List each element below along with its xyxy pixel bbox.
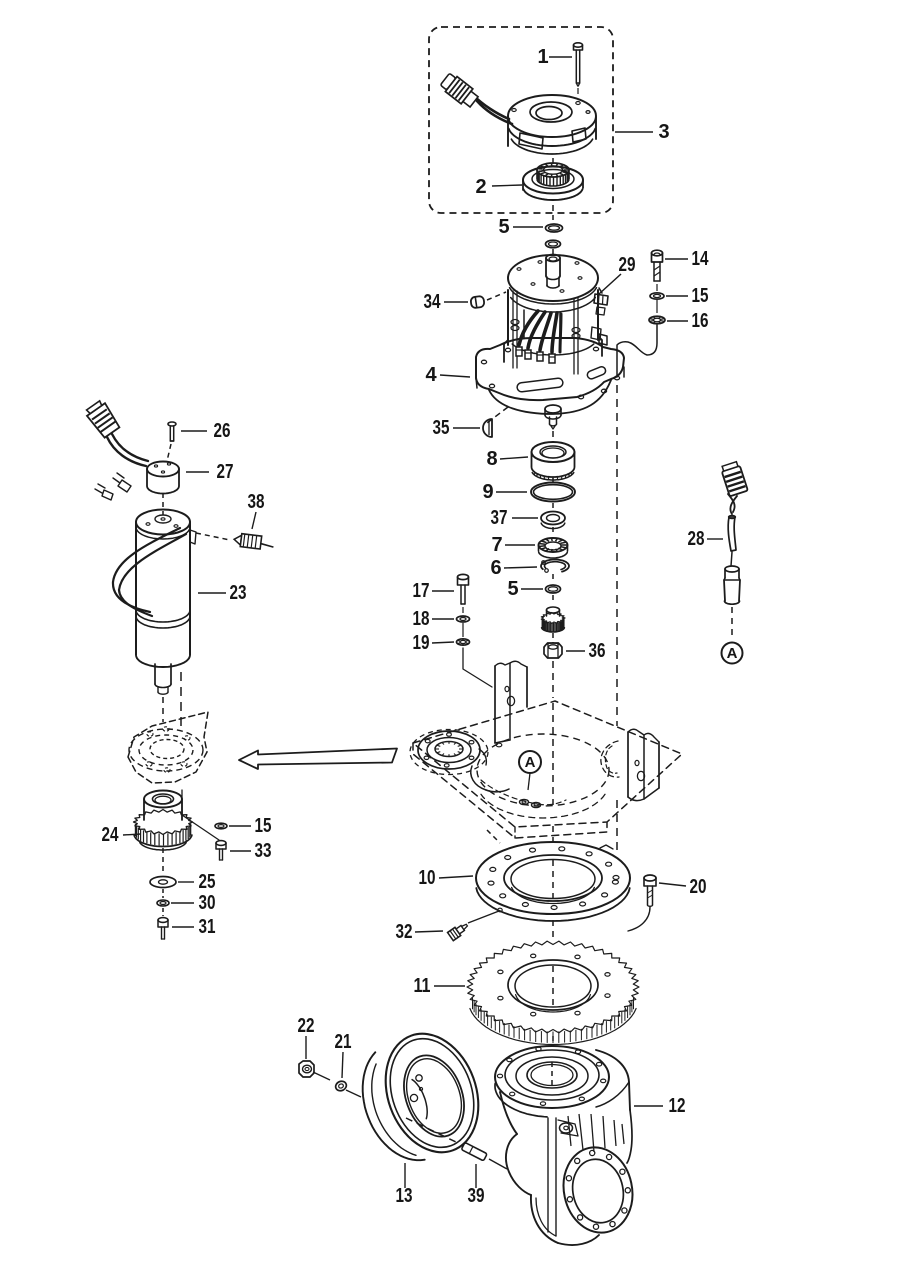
svg-text:6: 6 xyxy=(490,557,501,579)
svg-text:2: 2 xyxy=(475,176,486,198)
svg-text:31: 31 xyxy=(199,916,216,938)
svg-text:1: 1 xyxy=(537,46,548,68)
svg-text:33: 33 xyxy=(255,840,272,862)
svg-text:13: 13 xyxy=(396,1185,413,1207)
svg-text:4: 4 xyxy=(425,364,437,386)
svg-text:14: 14 xyxy=(692,248,710,270)
svg-text:34: 34 xyxy=(424,291,442,313)
svg-text:37: 37 xyxy=(491,507,508,529)
svg-text:23: 23 xyxy=(230,582,247,604)
svg-text:18: 18 xyxy=(413,608,430,630)
svg-text:5: 5 xyxy=(507,578,518,600)
svg-text:21: 21 xyxy=(335,1031,352,1053)
svg-text:A: A xyxy=(727,645,738,662)
svg-text:5: 5 xyxy=(498,216,509,238)
svg-text:11: 11 xyxy=(414,975,431,997)
svg-text:15: 15 xyxy=(255,815,272,837)
svg-text:20: 20 xyxy=(690,876,707,898)
svg-text:8: 8 xyxy=(486,448,497,470)
svg-text:39: 39 xyxy=(468,1185,485,1207)
svg-text:26: 26 xyxy=(214,420,231,442)
svg-text:30: 30 xyxy=(199,892,216,914)
svg-text:36: 36 xyxy=(589,640,606,662)
svg-text:38: 38 xyxy=(248,491,265,513)
svg-text:12: 12 xyxy=(669,1095,686,1117)
svg-text:27: 27 xyxy=(217,461,234,483)
svg-text:9: 9 xyxy=(482,481,493,503)
svg-text:32: 32 xyxy=(396,921,413,943)
svg-text:3: 3 xyxy=(658,121,669,143)
svg-text:16: 16 xyxy=(692,310,709,332)
svg-text:19: 19 xyxy=(413,632,430,654)
svg-text:24: 24 xyxy=(102,824,120,846)
svg-text:15: 15 xyxy=(692,285,709,307)
svg-text:29: 29 xyxy=(619,254,636,276)
svg-text:7: 7 xyxy=(491,534,502,556)
svg-text:25: 25 xyxy=(199,871,216,893)
svg-text:17: 17 xyxy=(413,580,430,602)
svg-text:10: 10 xyxy=(419,867,436,889)
svg-text:28: 28 xyxy=(688,528,705,550)
svg-text:35: 35 xyxy=(433,417,450,439)
svg-text:A: A xyxy=(525,754,536,771)
svg-text:22: 22 xyxy=(298,1015,315,1037)
